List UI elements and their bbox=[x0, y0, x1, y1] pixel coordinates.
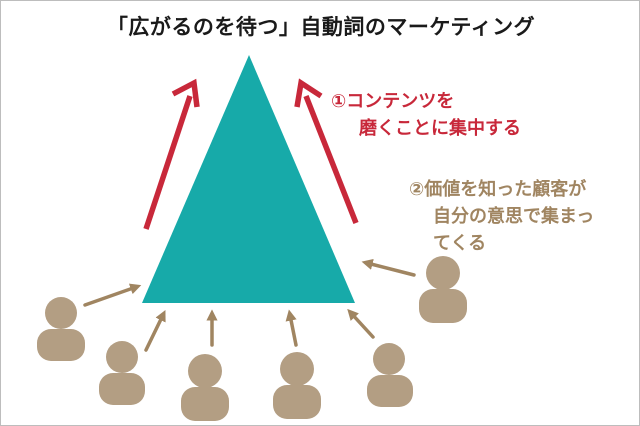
person-icon bbox=[273, 352, 321, 419]
caption-customers-gather-line3: てくる bbox=[433, 233, 487, 254]
customer-arrows bbox=[83, 258, 416, 352]
person-icon bbox=[419, 256, 467, 323]
customer-arrow bbox=[347, 308, 375, 339]
customer-arrow bbox=[83, 283, 142, 307]
customers bbox=[37, 256, 467, 421]
person-icon bbox=[181, 354, 229, 421]
growth-arrow-left bbox=[143, 78, 200, 230]
person-icon bbox=[367, 343, 413, 407]
diagram-title: 「広がるのを待つ」自動詞のマーケティング bbox=[106, 15, 536, 39]
caption-content-focus: ①コンテンツを 磨くことに集中する bbox=[331, 88, 521, 142]
person-icon bbox=[37, 297, 85, 361]
caption-customers-gather-line1: ②価値を知った顧客が bbox=[409, 179, 587, 200]
caption-customers-gather: ②価値を知った顧客が 自分の意思で集まっ てくる bbox=[409, 176, 594, 257]
growth-arrow-right bbox=[294, 78, 359, 225]
customer-arrow bbox=[144, 309, 166, 352]
customer-arrow bbox=[285, 309, 298, 347]
central-triangle bbox=[142, 55, 355, 303]
customer-arrow bbox=[361, 258, 416, 277]
caption-content-focus-line1: ①コンテンツを bbox=[331, 91, 455, 112]
caption-content-focus-line2: 磨くことに集中する bbox=[359, 118, 521, 139]
person-icon bbox=[99, 341, 145, 405]
caption-customers-gather-line2: 自分の意思で集まっ bbox=[433, 206, 595, 227]
